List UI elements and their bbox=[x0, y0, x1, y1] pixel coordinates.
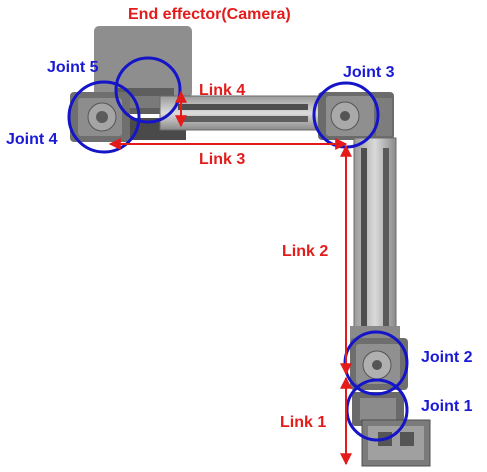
joint-5-circle bbox=[114, 56, 182, 124]
joint-3-label: Joint 3 bbox=[343, 64, 395, 81]
camera-body bbox=[94, 26, 192, 98]
link-2-extrusion bbox=[353, 137, 397, 339]
joint-1-label: Joint 1 bbox=[421, 398, 473, 415]
link-2-label: Link 2 bbox=[282, 243, 329, 260]
link-1-label: Link 1 bbox=[280, 414, 327, 431]
link-4-label: Link 4 bbox=[199, 82, 246, 99]
joint-4-circle bbox=[67, 80, 141, 154]
joint-4-label: Joint 4 bbox=[6, 131, 58, 148]
joint-2-label: Joint 2 bbox=[421, 349, 473, 366]
link-3-extrusion bbox=[159, 95, 326, 131]
end-effector-label: End effector(Camera) bbox=[128, 6, 291, 23]
joint-5-label: Joint 5 bbox=[47, 59, 99, 76]
link-3-label: Link 3 bbox=[199, 151, 246, 168]
